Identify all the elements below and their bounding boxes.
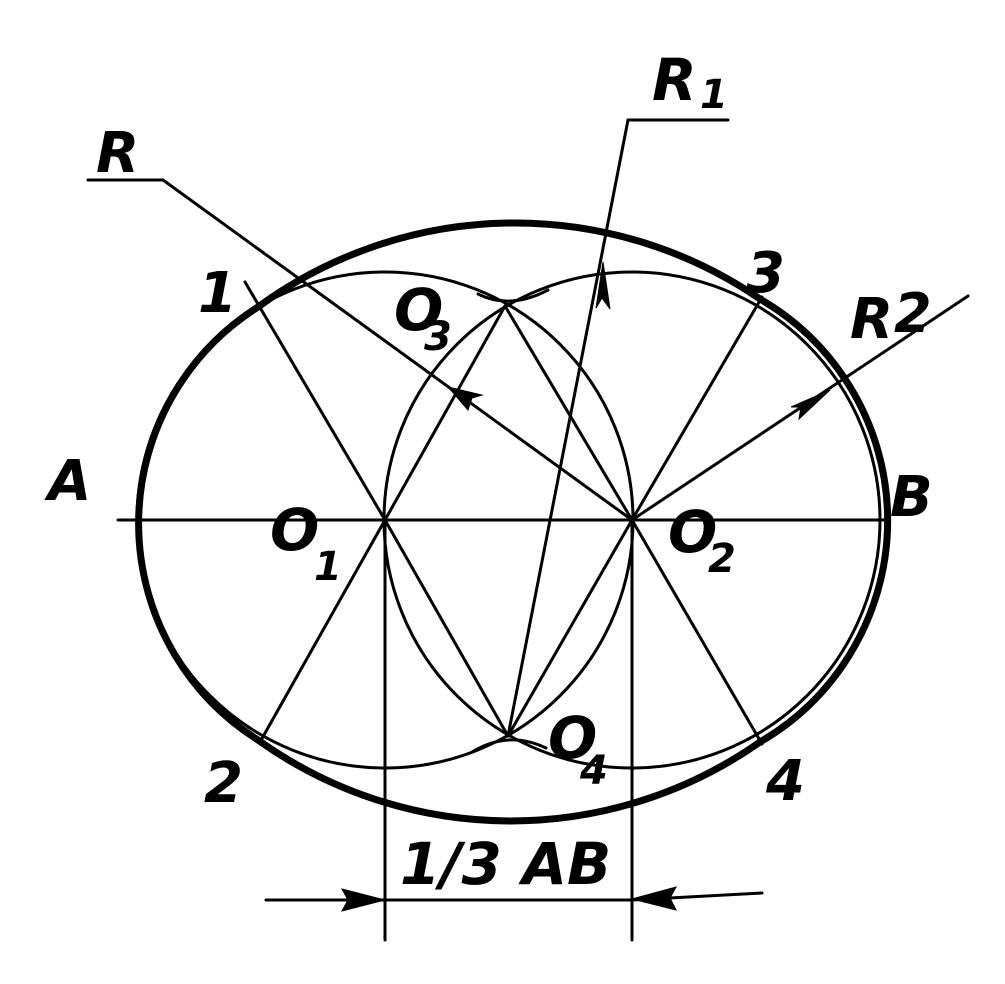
rhombus-o3-o2 [503,304,634,522]
r1-leader-diagonal [506,118,630,738]
label-r2: R [850,287,893,352]
line-o1-2 [258,518,387,744]
outer-oval [135,219,892,825]
label-dimension: 1/3 AB [400,830,611,898]
arrowhead-r2 [790,389,831,421]
r-leader-diagonal [161,178,634,522]
label-o1-sub: 1 [314,544,342,590]
label-o3: O [394,276,443,344]
line-o2-4 [630,518,764,746]
arc-mark-o3 [476,288,550,303]
label-point-2: 2 [204,751,243,816]
label-o1: O [270,496,319,564]
rhombus-o2-o4 [506,518,634,738]
label-o4-sub: 4 [579,748,608,794]
arrowhead-r1 [595,261,611,310]
label-point-1: 1 [198,261,237,326]
label-r2-sub: 2 [894,282,932,345]
r2-leader [630,294,970,522]
arrowhead-dim-left [341,888,386,912]
arc-mark-o4 [470,738,548,754]
label-point-4: 4 [765,749,805,814]
rhombus-o1-o3 [383,304,507,522]
label-point-3: 3 [746,241,785,306]
label-a: A [44,449,91,514]
line-o1-1 [243,280,387,522]
label-o3-sub: 3 [424,314,452,360]
label-r: R [96,121,139,186]
label-b: B [890,465,933,530]
label-r1-sub: 1 [700,72,728,118]
rhombus-o4-o1 [383,518,510,738]
arrowhead-dim-right [630,886,678,911]
label-o4: O [548,704,597,772]
line-o2-3 [630,295,764,522]
label-r1: R [652,46,697,114]
arrowhead-r [446,386,484,411]
label-o2: O [668,498,717,566]
label-o2-sub: 2 [708,536,736,582]
